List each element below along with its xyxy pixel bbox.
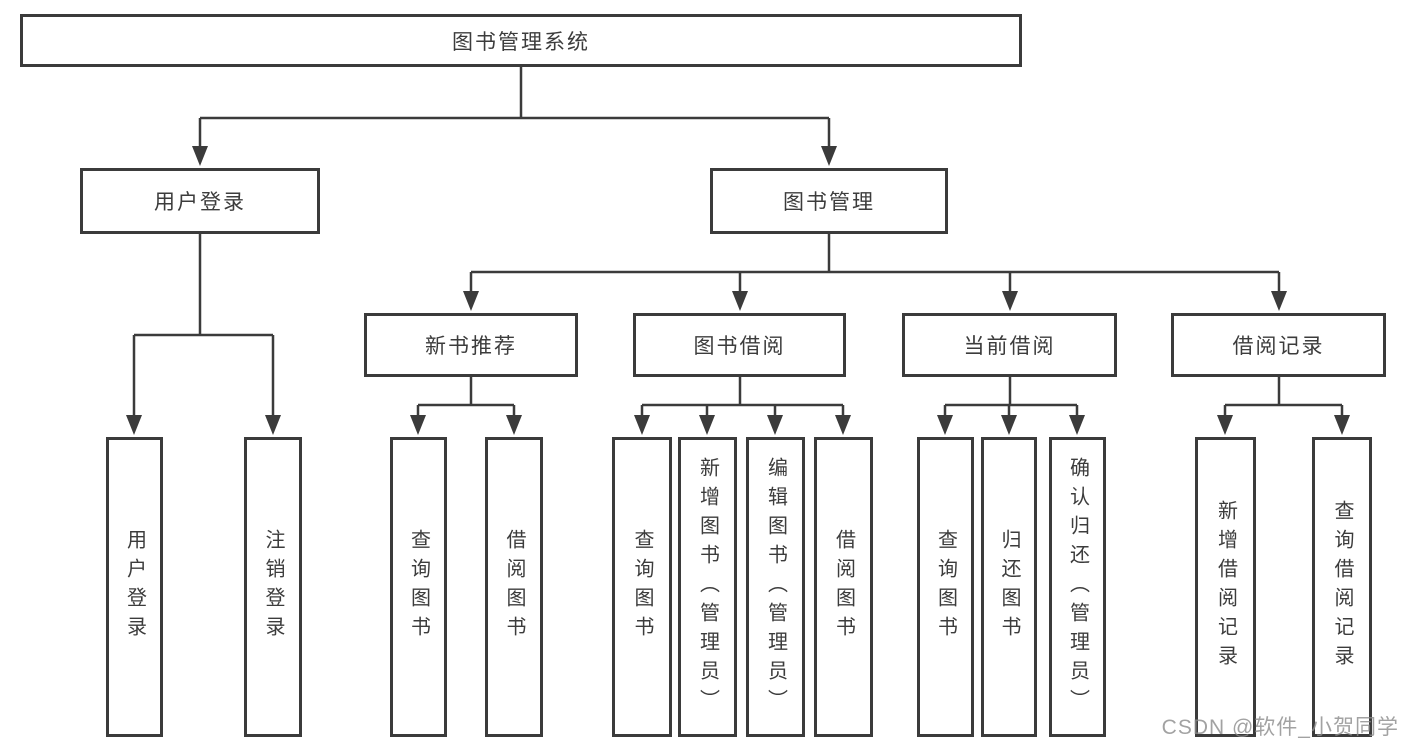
leaf-borrowing-add-book-admin: 新增图书（管理员） bbox=[678, 437, 737, 737]
arrowheads bbox=[126, 146, 1350, 435]
node-label: 新书推荐 bbox=[425, 335, 517, 358]
node-label: 图书管理 bbox=[783, 191, 875, 214]
node-label: 借阅记录 bbox=[1232, 335, 1325, 358]
node-label: 当前借阅 bbox=[963, 335, 1056, 358]
csdn-watermark: CSDN @软件_小贺同学 bbox=[1161, 716, 1399, 739]
leaf-current-confirm-return-admin: 确认归还（管理员） bbox=[1049, 437, 1106, 737]
node-label: 图书管理系统 bbox=[452, 30, 590, 54]
node-user-login: 用户登录 bbox=[80, 168, 320, 234]
leaf-borrowing-borrow-book: 借阅图书 bbox=[814, 437, 873, 737]
node-book-borrowing: 图书借阅 bbox=[633, 313, 846, 377]
node-label: 查询借阅记录 bbox=[1331, 500, 1353, 674]
leaf-record-add: 新增借阅记录 bbox=[1195, 437, 1256, 737]
node-label: 查询图书 bbox=[631, 529, 653, 645]
node-label: 注销登录 bbox=[262, 529, 284, 645]
node-library-system: 图书管理系统 bbox=[20, 14, 1022, 67]
leaf-current-query-book: 查询图书 bbox=[917, 437, 974, 737]
node-label: 借阅图书 bbox=[832, 529, 855, 645]
leaf-record-query: 查询借阅记录 bbox=[1312, 437, 1372, 737]
node-label: 借阅图书 bbox=[503, 529, 525, 645]
node-label: 用户登录 bbox=[123, 529, 146, 645]
node-label: 新增图书（管理员） bbox=[696, 456, 719, 718]
leaf-current-return-book: 归还图书 bbox=[981, 437, 1037, 737]
node-book-management: 图书管理 bbox=[710, 168, 948, 234]
leaf-recommend-borrow-book: 借阅图书 bbox=[485, 437, 543, 737]
node-label: 归还图书 bbox=[998, 529, 1020, 645]
node-label: 新增借阅记录 bbox=[1214, 500, 1237, 674]
node-label: 用户登录 bbox=[154, 191, 246, 214]
leaf-logout: 注销登录 bbox=[244, 437, 302, 737]
leaf-borrowing-edit-book-admin: 编辑图书（管理员） bbox=[746, 437, 805, 737]
node-label: 编辑图书（管理员） bbox=[764, 456, 787, 718]
node-new-book-recommend: 新书推荐 bbox=[364, 313, 578, 377]
node-borrowing-records: 借阅记录 bbox=[1171, 313, 1386, 377]
node-label: 图书借阅 bbox=[693, 335, 786, 358]
leaf-borrowing-query-book: 查询图书 bbox=[612, 437, 672, 737]
node-current-borrowing: 当前借阅 bbox=[902, 313, 1117, 377]
leaf-user-login: 用户登录 bbox=[106, 437, 163, 737]
leaf-recommend-query-book: 查询图书 bbox=[390, 437, 447, 737]
node-label: 查询图书 bbox=[934, 529, 957, 645]
node-label: 查询图书 bbox=[407, 529, 430, 645]
node-label: 确认归还（管理员） bbox=[1066, 456, 1089, 718]
